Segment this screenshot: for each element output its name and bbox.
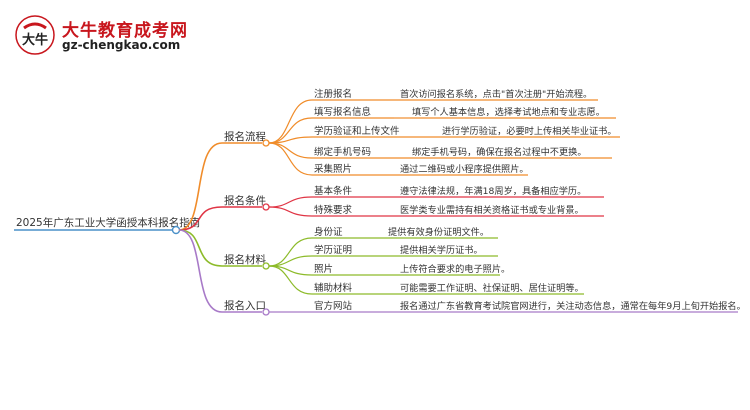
item-label: 官方网站 <box>314 300 353 312</box>
branch-connector <box>178 142 223 231</box>
item-label: 学历证明 <box>314 244 352 256</box>
item-description: 提供有效身份证明文件。 <box>388 226 489 238</box>
item-description: 首次访问报名系统，点击"首次注册"开始流程。 <box>400 88 592 100</box>
category-node-icon[interactable] <box>262 308 270 316</box>
category-label: 报名材料 <box>224 253 266 266</box>
item-label: 填写报名信息 <box>314 106 371 118</box>
item-label: 特殊要求 <box>314 204 353 216</box>
category-label: 报名条件 <box>224 194 266 207</box>
item-connector <box>268 142 313 159</box>
item-connector <box>268 99 313 144</box>
category-node-icon[interactable] <box>262 203 270 211</box>
item-description: 绑定手机号码，确保在报名过程中不更换。 <box>412 146 587 158</box>
item-connector <box>268 142 313 176</box>
item-connector <box>268 237 313 267</box>
item-description: 上传符合要求的电子照片。 <box>400 263 510 275</box>
item-description: 进行学历验证，必要时上传相关毕业证书。 <box>442 125 617 137</box>
category-node-icon[interactable] <box>262 139 270 147</box>
item-description: 遵守法律法规，年满18周岁，具备相应学历。 <box>400 185 586 197</box>
category-node-icon[interactable] <box>262 262 270 270</box>
item-label: 注册报名 <box>314 88 352 100</box>
branch-connector <box>178 229 223 267</box>
logo-title: 大牛教育成考网 <box>62 21 188 41</box>
item-label: 学历验证和上传文件 <box>314 125 400 137</box>
item-description: 报名通过广东省教育考试院官网进行，关注动态信息，通常在每年9月上旬开始报名。 <box>400 300 746 312</box>
logo-mark-icon: 大牛 <box>15 15 55 55</box>
root-topic: 2025年广东工业大学函授本科报名指南 <box>16 216 200 229</box>
item-description: 可能需要工作证明、社保证明、居住证明等。 <box>400 282 584 294</box>
site-logo[interactable]: 大牛 大牛教育成考网 gz-chengkao.com <box>14 14 254 56</box>
item-label: 身份证 <box>314 226 343 238</box>
item-label: 照片 <box>314 263 333 275</box>
logo-mark-text: 大牛 <box>22 32 48 48</box>
item-connector <box>268 206 313 217</box>
branch-connector <box>178 229 223 313</box>
item-connector <box>268 265 313 295</box>
item-description: 医学类专业需持有相关资格证书或专业背景。 <box>400 204 584 216</box>
item-description: 通过二维码或小程序提供照片。 <box>400 163 529 175</box>
item-label: 辅助材料 <box>314 282 353 294</box>
item-description: 提供相关学历证书。 <box>400 244 483 256</box>
item-description: 填写个人基本信息，选择考试地点和专业志愿。 <box>412 106 605 118</box>
root-node-icon[interactable] <box>171 225 181 235</box>
item-label: 采集照片 <box>314 163 352 175</box>
logo-url: gz-chengkao.com <box>62 38 181 52</box>
branch-connector <box>178 206 223 231</box>
item-label: 基本条件 <box>314 185 353 197</box>
item-connector <box>268 196 313 208</box>
category-label: 报名流程 <box>224 130 266 143</box>
category-label: 报名入口 <box>224 299 266 312</box>
item-label: 绑定手机号码 <box>314 146 371 158</box>
